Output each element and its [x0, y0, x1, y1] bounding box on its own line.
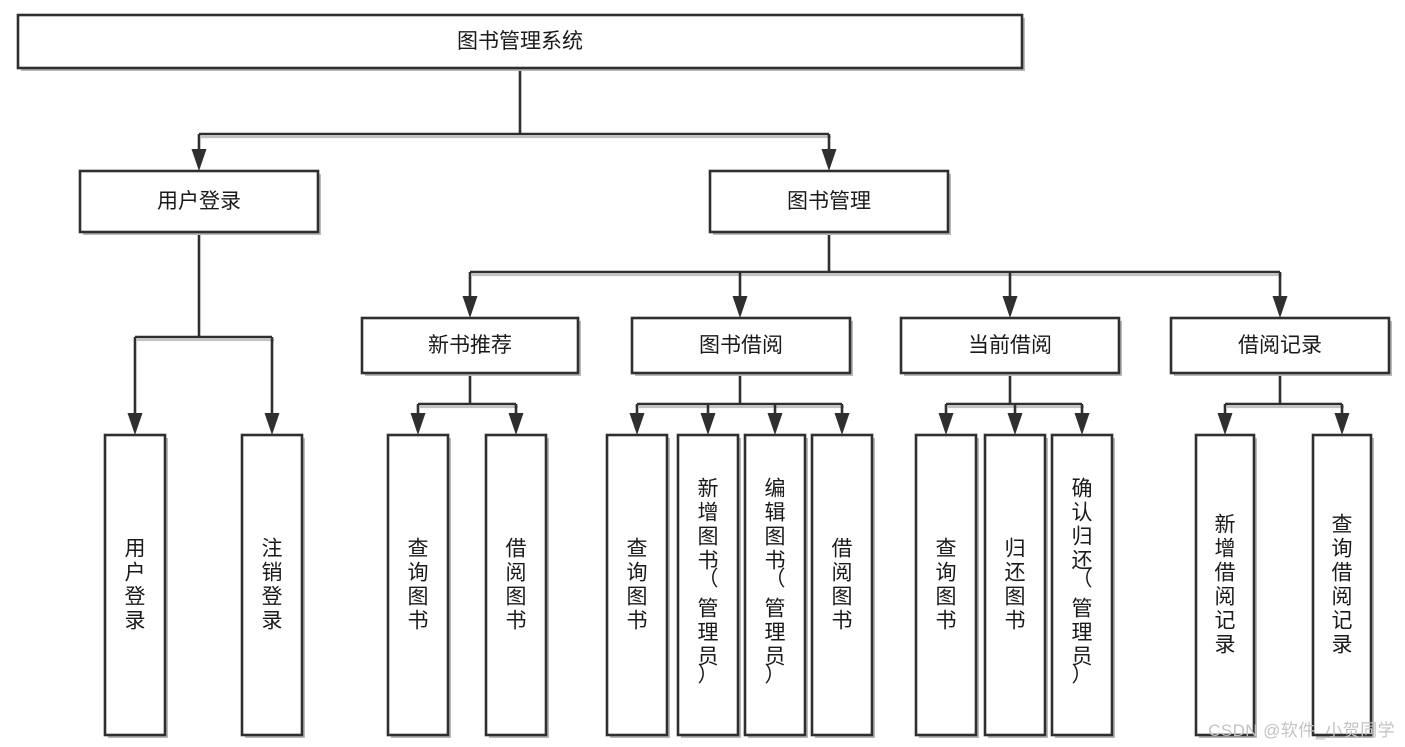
node-leaf-12[interactable]: 查询借阅记录: [1311, 433, 1374, 738]
node-leaf-5-label: 新增图书（管理员）: [698, 478, 719, 687]
node-leaf-11-label: 新增借阅记录: [1215, 514, 1236, 657]
node-level1-0[interactable]: 用户登录: [78, 169, 321, 235]
node-leaf-0-label: 用户登录: [125, 538, 146, 633]
node-level2-2[interactable]: 当前借阅: [899, 316, 1122, 376]
node-leaf-1-label: 注销登录: [262, 538, 283, 633]
node-leaf-2-frame: [386, 433, 450, 737]
connector-borrow-to-leaves: [629, 373, 850, 435]
node-leaf-12-frame: [1311, 433, 1373, 737]
node-leaf-11[interactable]: 新增借阅记录: [1194, 433, 1257, 738]
arrow-head-icon: [1272, 296, 1288, 318]
node-leaf-9[interactable]: 归还图书: [983, 433, 1048, 738]
node-level2-1-frame: [630, 316, 852, 375]
node-level2-1[interactable]: 图书借阅: [630, 316, 853, 376]
connector-record-to-leaves: [1217, 373, 1350, 435]
node-leaf-3-frame: [484, 433, 548, 737]
connector-user-login-to-leaves: [127, 232, 280, 435]
arrow-head-icon: [629, 413, 645, 435]
arrow-head-icon: [700, 413, 716, 435]
node-leaf-4-label: 查询图书: [627, 538, 648, 633]
node-level2-3-label: 借阅记录: [1238, 334, 1322, 357]
node-level1-0-label: 用户登录: [157, 190, 241, 213]
node-level1-1-label: 图书管理: [787, 190, 871, 213]
node-leaf-0[interactable]: 用户登录: [103, 433, 168, 738]
connector-book-mgmt-to-level2: [462, 232, 1288, 318]
arrow-head-icon: [1334, 413, 1350, 435]
node-layer: 图书管理系统用户登录图书管理新书推荐图书借阅当前借阅借阅记录用户登录注销登录查询…: [16, 13, 1392, 738]
node-level2-0-frame: [360, 316, 580, 375]
node-leaf-5-frame: [676, 433, 740, 737]
arrow-head-icon: [462, 296, 478, 318]
arrow-head-icon: [1007, 413, 1023, 435]
node-leaf-4-frame: [605, 433, 669, 737]
node-leaf-3[interactable]: 借阅图书: [484, 433, 549, 738]
node-leaf-2-label: 查询图书: [408, 538, 429, 633]
node-leaf-0-frame: [103, 433, 167, 737]
arrow-head-icon: [508, 413, 524, 435]
arrow-head-icon: [410, 413, 426, 435]
node-leaf-10-frame: [1050, 433, 1114, 737]
node-leaf-12-label: 查询借阅记录: [1332, 514, 1353, 657]
node-leaf-6[interactable]: 编辑图书（管理员）: [743, 433, 808, 738]
node-level2-2-label: 当前借阅: [968, 334, 1052, 357]
connector-current-to-leaves: [938, 373, 1090, 435]
node-leaf-6-label: 编辑图书（管理员）: [765, 478, 786, 687]
arrow-head-icon: [821, 149, 837, 171]
node-leaf-10[interactable]: 确认归还（管理员）: [1050, 433, 1115, 738]
node-leaf-9-label: 归还图书: [1005, 538, 1026, 633]
node-leaf-8-frame: [914, 433, 978, 737]
node-level2-3-frame: [1169, 316, 1391, 375]
arrow-head-icon: [834, 413, 850, 435]
node-leaf-7-frame: [810, 433, 874, 737]
node-leaf-8[interactable]: 查询图书: [914, 433, 979, 738]
node-leaf-6-frame: [743, 433, 807, 737]
node-leaf-1[interactable]: 注销登录: [240, 433, 305, 738]
node-root-system-label: 图书管理系统: [457, 30, 583, 53]
arrow-head-icon: [1074, 413, 1090, 435]
node-level1-1-frame: [708, 169, 950, 234]
node-level2-2-frame: [899, 316, 1121, 375]
node-leaf-9-frame: [983, 433, 1047, 737]
node-leaf-7[interactable]: 借阅图书: [810, 433, 875, 738]
node-root-system-frame: [16, 13, 1024, 70]
node-leaf-8-label: 查询图书: [936, 538, 957, 633]
node-leaf-7-label: 借阅图书: [832, 538, 853, 633]
node-leaf-11-frame: [1194, 433, 1256, 737]
connector-root-to-level1: [191, 68, 837, 171]
connector-new-book-to-leaves: [410, 373, 524, 435]
node-level2-1-label: 图书借阅: [699, 334, 783, 357]
node-level1-1[interactable]: 图书管理: [708, 169, 951, 235]
arrow-head-icon: [1217, 413, 1233, 435]
node-level2-0[interactable]: 新书推荐: [360, 316, 581, 376]
arrow-head-icon: [1002, 296, 1018, 318]
node-leaf-1-frame: [240, 433, 304, 737]
node-leaf-2[interactable]: 查询图书: [386, 433, 451, 738]
arrow-head-icon: [732, 296, 748, 318]
node-level2-3[interactable]: 借阅记录: [1169, 316, 1392, 376]
arrow-head-icon: [767, 413, 783, 435]
node-leaf-10-label: 确认归还（管理员）: [1072, 478, 1093, 687]
node-level2-0-label: 新书推荐: [428, 334, 512, 357]
arrow-head-icon: [191, 149, 207, 171]
node-leaf-3-label: 借阅图书: [506, 538, 527, 633]
connector-layer: [127, 68, 1350, 435]
node-leaf-5[interactable]: 新增图书（管理员）: [676, 433, 741, 738]
arrow-head-icon: [127, 413, 143, 435]
node-level1-0-frame: [78, 169, 320, 234]
arrow-head-icon: [264, 413, 280, 435]
node-root-system[interactable]: 图书管理系统: [16, 13, 1025, 71]
arrow-head-icon: [938, 413, 954, 435]
node-leaf-4[interactable]: 查询图书: [605, 433, 670, 738]
